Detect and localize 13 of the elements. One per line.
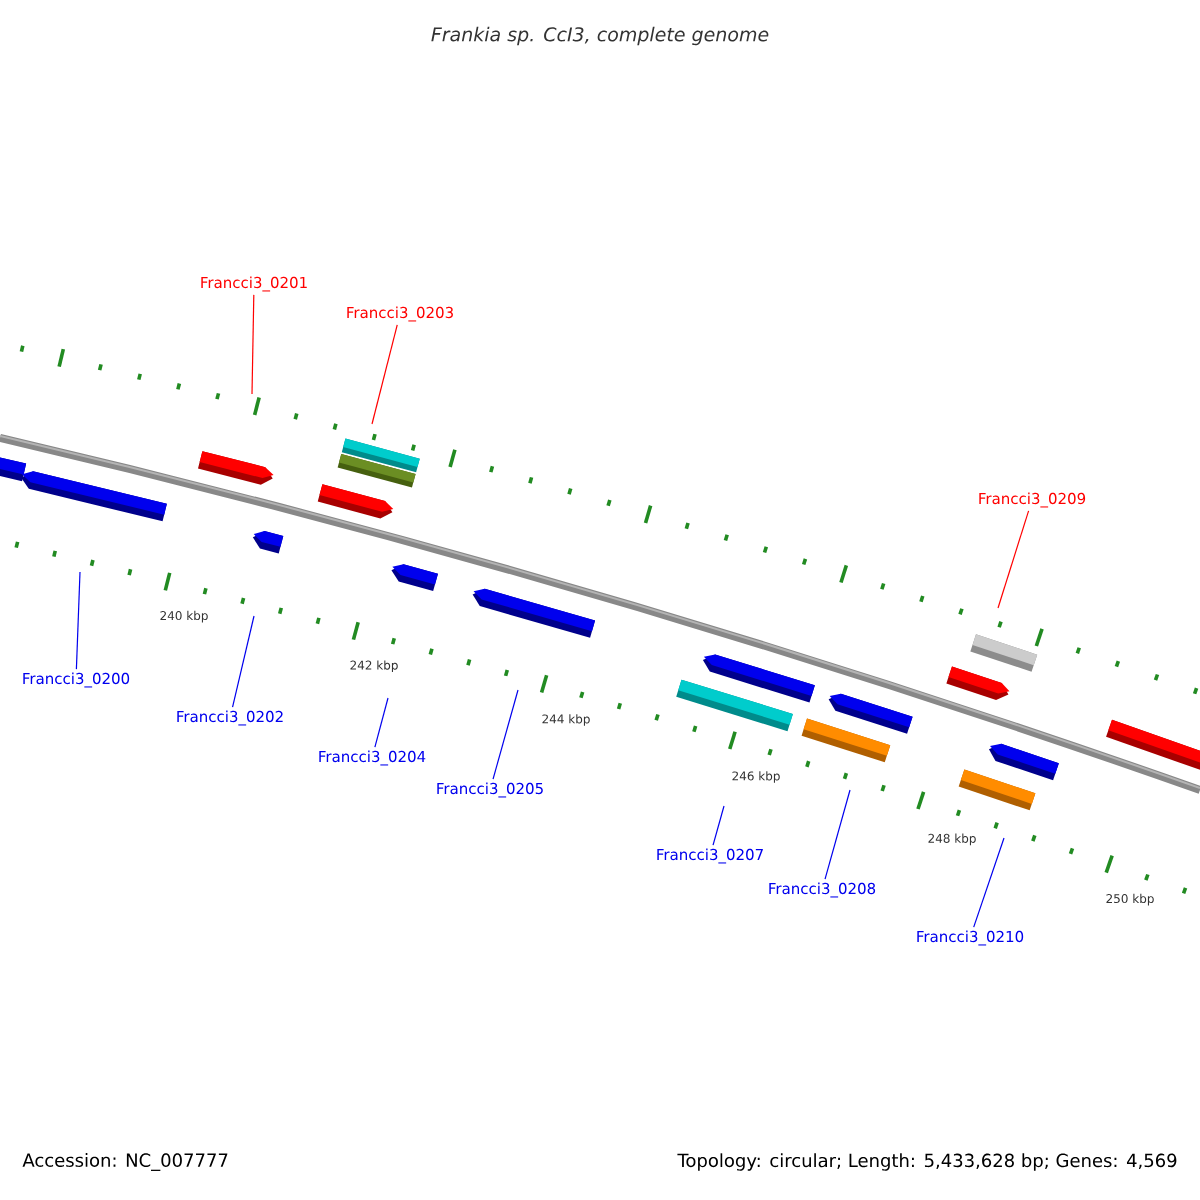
leader-line xyxy=(712,805,725,846)
leader-line xyxy=(371,324,398,425)
info-text: Topology: circular; Length: 5,433,628 bp; Genes: 4,569 xyxy=(677,1153,1177,1171)
leader-line xyxy=(824,789,851,880)
leader-line xyxy=(75,571,81,670)
info-text: Accession: NC_007777 xyxy=(22,1153,228,1171)
leader-line xyxy=(973,837,1005,928)
title: Frankia sp. CcI3, complete genome xyxy=(431,26,769,46)
leader-line xyxy=(374,697,389,748)
leader-line xyxy=(251,294,255,395)
leader-line xyxy=(492,689,519,780)
leader-line xyxy=(997,510,1030,609)
leader-line xyxy=(231,615,255,708)
